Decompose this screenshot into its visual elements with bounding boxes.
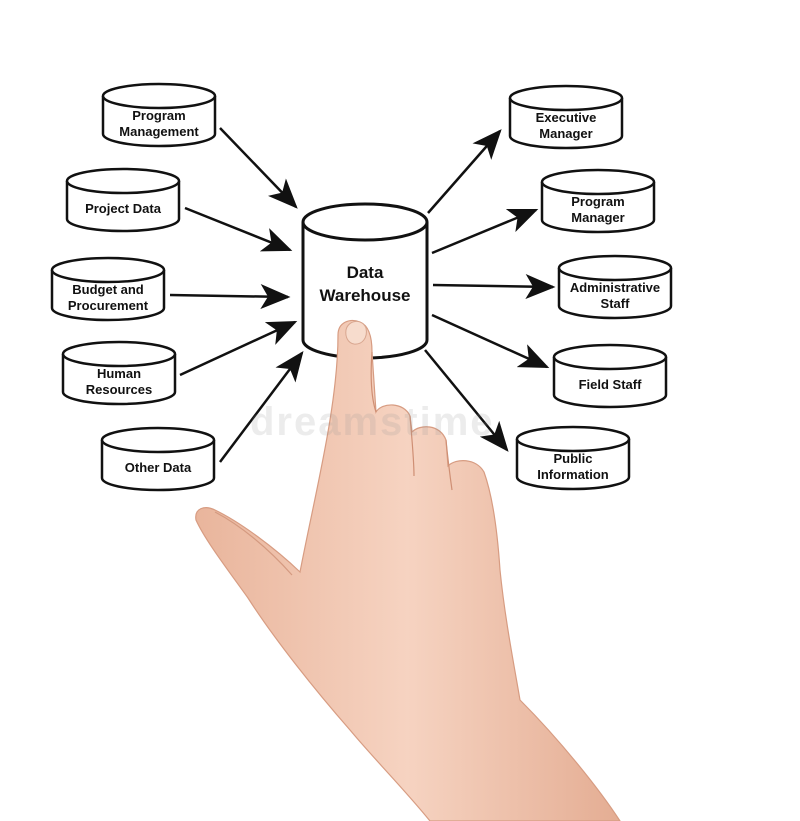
consumer-label-field-staff: Field Staff: [554, 365, 666, 405]
source-label-line2: Management: [119, 124, 199, 139]
consumer-label-line1: Program: [571, 194, 625, 210]
source-label-line2: Procurement: [67, 298, 149, 313]
consumer-label-line2: Staff: [600, 296, 630, 311]
consumer-label-program-manager: Program Manager: [542, 190, 654, 230]
consumer-label-line2: Information: [537, 467, 609, 482]
arrow-warehouse-to-field-staff: [431, 313, 550, 369]
arrow-program-management-to-warehouse: [219, 127, 298, 209]
source-cylinder-project-data: [65, 167, 181, 233]
consumer-cylinder-executive-manager: [508, 84, 624, 150]
center-label-line1: Data: [346, 263, 384, 283]
center-label: Data Warehouse: [303, 240, 427, 330]
consumer-cylinder-field-staff: [552, 343, 668, 409]
source-cylinder-other-data: [100, 426, 216, 492]
watermark: dreamstime: [250, 400, 495, 444]
consumer-label-public-information: Public Information: [517, 447, 629, 487]
consumer-label-line2: Manager: [571, 210, 625, 225]
consumer-label-line1: Administrative: [569, 280, 661, 296]
arrow-warehouse-to-executive-manager: [427, 129, 502, 214]
source-label-program-management: Program Management: [103, 104, 215, 144]
source-cylinder-program-management: [101, 82, 217, 148]
source-label-line1: Project Data: [85, 201, 161, 217]
consumer-label-executive-manager: Executive Manager: [510, 106, 622, 146]
arrow-warehouse-to-public-information: [424, 349, 509, 452]
source-label-budget: Budget and Procurement: [52, 278, 164, 318]
consumer-cylinder-program-manager: [540, 168, 656, 234]
source-label-line1: Program: [132, 108, 186, 124]
arrow-project-data-to-warehouse: [184, 206, 293, 252]
consumer-label-line1: Executive: [535, 110, 597, 126]
source-cylinder-human-resources: [61, 340, 177, 406]
arrow-other-data-to-warehouse: [219, 351, 304, 463]
consumer-label-line1: Field Staff: [578, 377, 642, 393]
consumer-label-line2: Manager: [539, 126, 593, 141]
center-label-line2: Warehouse: [319, 286, 411, 305]
consumer-cylinder-administrative-staff: [557, 254, 673, 320]
source-cylinder-budget: [50, 256, 166, 322]
source-label-line1: Human: [96, 366, 142, 382]
source-label-project-data: Project Data: [67, 189, 179, 229]
consumer-cylinder-public-information: [515, 425, 631, 491]
source-label-line1: Budget and: [72, 282, 144, 298]
arrow-human-resources-to-warehouse: [179, 320, 298, 377]
consumer-label-line1: Public: [553, 451, 593, 467]
arrow-warehouse-to-administrative-staff: [432, 274, 556, 300]
source-label-line2: Resources: [85, 382, 153, 397]
source-label-line1: Other Data: [124, 460, 192, 476]
arrow-warehouse-to-program-manager: [431, 208, 539, 255]
consumer-label-administrative-staff: Administrative Staff: [559, 276, 671, 316]
arrow-budget-to-warehouse: [169, 284, 291, 310]
source-label-human-resources: Human Resources: [63, 362, 175, 402]
source-label-other-data: Other Data: [102, 448, 214, 488]
